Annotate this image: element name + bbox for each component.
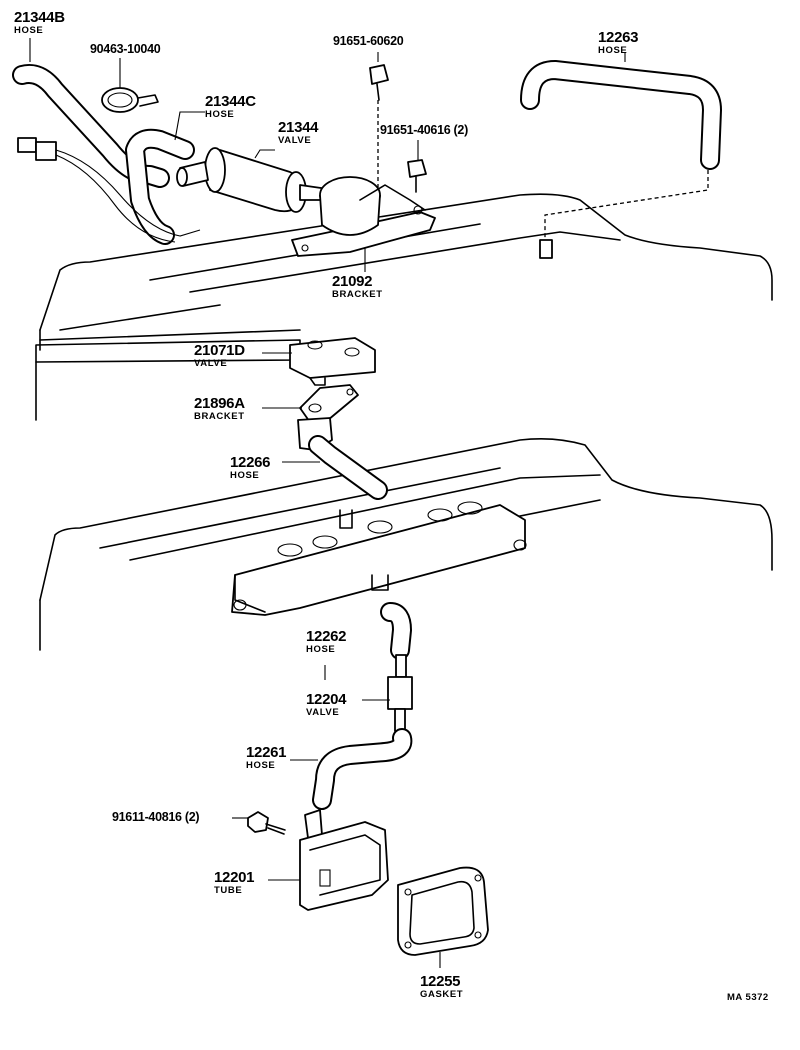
part-number: 21071D — [194, 342, 245, 359]
label-21896a: 21896A BRACKET — [194, 396, 245, 422]
part-number: 21344C — [205, 93, 256, 110]
part-name: GASKET — [420, 989, 464, 1000]
part-name: HOSE — [205, 109, 235, 120]
label-12266: 12266 HOSE — [230, 454, 271, 481]
clamp-90463 — [101, 87, 159, 113]
part-name: HOSE — [246, 760, 276, 771]
part-name: VALVE — [278, 135, 312, 146]
part-name: VALVE — [306, 707, 340, 718]
part-number: 91611-40816 (2) — [112, 810, 200, 824]
tube-12201 — [299, 809, 389, 911]
part-name: TUBE — [214, 885, 243, 896]
gasket-12255 — [397, 866, 489, 956]
label-12261: 12261 HOSE — [246, 744, 287, 771]
bolt-91651-60620 — [369, 64, 389, 190]
part-name: HOSE — [14, 25, 44, 36]
hose-12262 — [380, 602, 412, 660]
connector — [17, 137, 201, 243]
label-91651-60620: 91651-60620 — [333, 34, 404, 48]
reference-code: MA 5372 — [727, 992, 769, 1003]
part-number: 21092 — [332, 273, 373, 290]
part-number: 21344 — [278, 119, 319, 136]
part-number: 21344B — [14, 9, 65, 26]
label-21344b: 21344B HOSE — [14, 10, 65, 36]
label-12201: 12201 TUBE — [214, 869, 255, 896]
bolt-91651-40616 — [407, 159, 427, 193]
label-91651-40616: 91651-40616 (2) — [380, 124, 468, 137]
leader-lines — [29, 38, 626, 968]
label-91611: 91611-40816 (2) — [112, 810, 200, 824]
part-number: 12201 — [214, 869, 255, 886]
valve-12204 — [387, 654, 413, 732]
part-number: 90463-10040 — [90, 42, 161, 56]
part-number: 12262 — [306, 628, 347, 645]
part-number: 12261 — [246, 744, 287, 761]
part-number: 91651-60620 — [333, 34, 404, 48]
label-12204: 12204 VALVE — [306, 691, 347, 718]
bracket-21092 — [291, 176, 436, 257]
part-number: 91651-40616 (2) — [380, 123, 468, 137]
lower-cover-outline — [39, 437, 773, 651]
label-12262: 12262 HOSE — [306, 628, 347, 655]
part-name: HOSE — [306, 644, 336, 655]
label-21344c: 21344C HOSE — [205, 94, 256, 120]
part-name: HOSE — [598, 45, 628, 56]
valve-housing — [231, 501, 527, 616]
bolt-91611-40816 — [247, 811, 286, 835]
valve-21344 — [176, 147, 336, 213]
hose-12261 — [312, 728, 413, 810]
hose-21344c — [125, 128, 195, 245]
hose-12266 — [308, 435, 388, 500]
label-21071d: 21071D VALVE — [194, 343, 245, 369]
label-12263: 12263 HOSE — [598, 29, 639, 56]
part-number: 21896A — [194, 395, 245, 412]
bracket-21896a — [297, 384, 359, 451]
valve-21071d — [289, 337, 376, 386]
part-number: 12255 — [420, 973, 461, 990]
label-90463: 90463-10040 — [90, 42, 161, 56]
part-name: HOSE — [230, 470, 260, 481]
part-name: BRACKET — [194, 411, 245, 422]
label-21092: 21092 BRACKET — [332, 274, 383, 300]
part-name: BRACKET — [332, 289, 383, 300]
part-number: 12204 — [306, 691, 347, 708]
label-21344: 21344 VALVE — [278, 119, 319, 146]
part-number: 12266 — [230, 454, 271, 471]
part-name: VALVE — [194, 358, 228, 369]
label-12255: 12255 GASKET — [420, 974, 463, 1000]
hose-12263 — [520, 60, 722, 259]
part-number: 12263 — [598, 29, 639, 46]
